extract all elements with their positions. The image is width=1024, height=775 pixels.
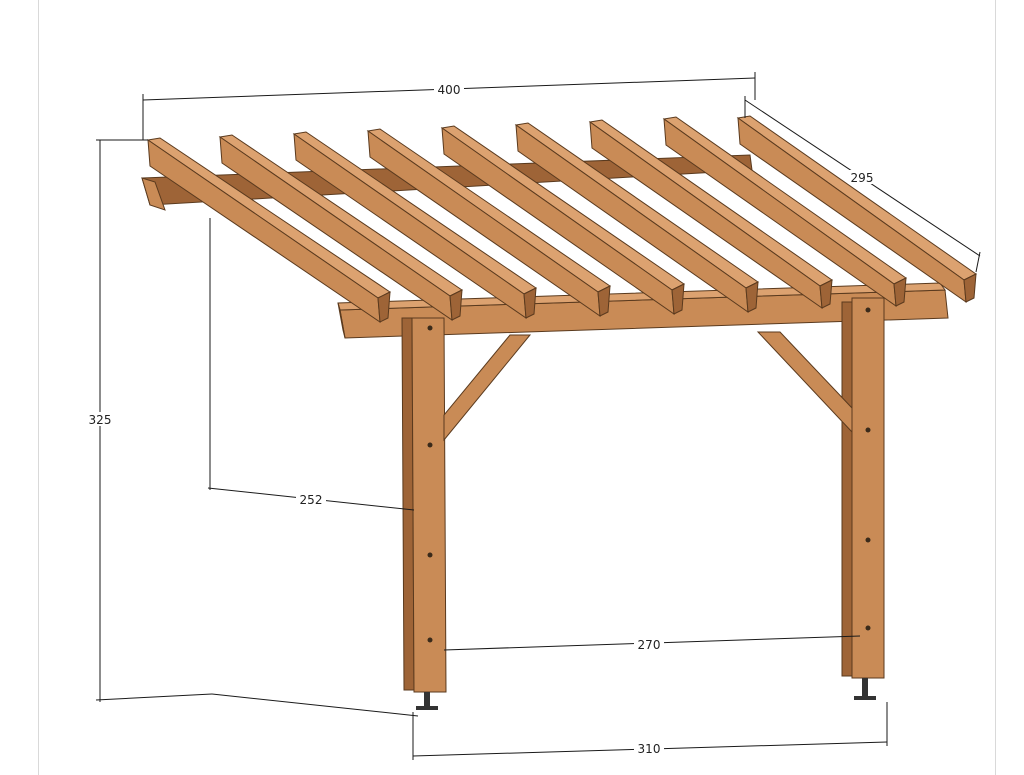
front-beam bbox=[337, 282, 949, 339]
right-post-foot bbox=[854, 678, 876, 700]
left-knee-brace bbox=[443, 334, 532, 442]
rafter bbox=[736, 115, 977, 304]
rafter bbox=[440, 125, 685, 316]
rafter bbox=[366, 128, 611, 318]
right-post bbox=[841, 297, 885, 679]
label-height: 325 bbox=[89, 413, 112, 427]
rafter bbox=[292, 131, 537, 320]
label-wall-to-post: 252 bbox=[300, 493, 323, 507]
rafter bbox=[146, 137, 391, 324]
label-post-span-inner: 270 bbox=[638, 638, 661, 652]
rafter bbox=[514, 122, 759, 314]
left-post-foot bbox=[416, 692, 438, 710]
right-knee-brace bbox=[756, 331, 853, 434]
left-border bbox=[38, 0, 39, 775]
right-border bbox=[995, 0, 996, 775]
label-depth: 295 bbox=[851, 171, 874, 185]
rafter bbox=[662, 116, 907, 308]
label-post-span-outer: 310 bbox=[638, 742, 661, 756]
rafter bbox=[588, 119, 833, 310]
rafters bbox=[146, 115, 977, 324]
rafter bbox=[218, 134, 463, 322]
label-width-top: 400 bbox=[438, 83, 461, 97]
left-post bbox=[401, 317, 447, 693]
